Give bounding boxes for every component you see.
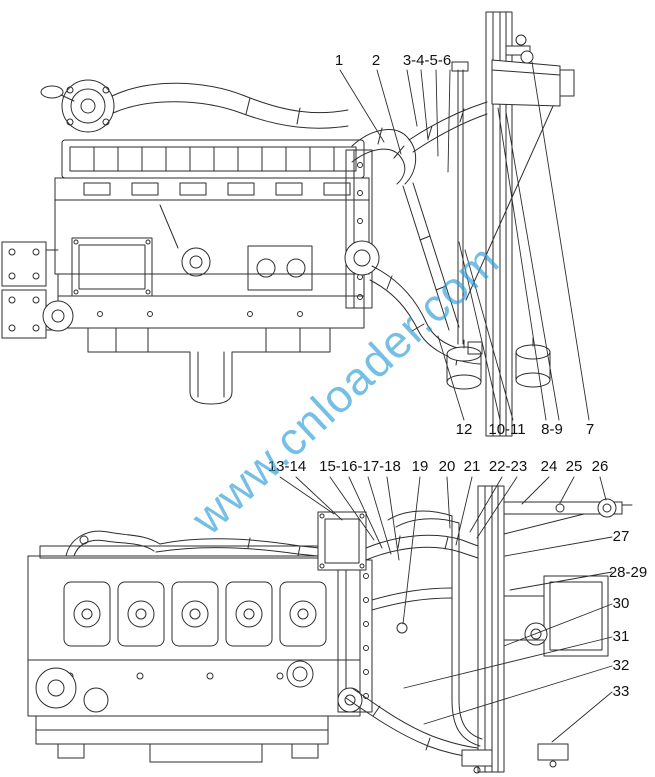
bottom-engine-view bbox=[27, 511, 373, 763]
callout-25: 25 bbox=[566, 458, 583, 475]
callout-7: 7 bbox=[586, 421, 594, 438]
overflow-tank bbox=[543, 575, 609, 657]
starter-motor-icon bbox=[337, 687, 363, 713]
fuel-filter-icon bbox=[181, 247, 211, 277]
callout-31: 31 bbox=[613, 628, 630, 645]
top-cooling-hoses bbox=[344, 101, 488, 366]
callout-13-14: 13-14 bbox=[268, 458, 306, 475]
mount-bracket bbox=[1, 241, 47, 287]
mount-bracket bbox=[1, 289, 47, 339]
callout-32: 32 bbox=[613, 657, 630, 674]
bottom-cooling-hoses bbox=[345, 510, 483, 759]
callout-28-29: 28-29 bbox=[609, 564, 647, 581]
callout-20: 20 bbox=[439, 458, 456, 475]
callout-22-23: 22-23 bbox=[489, 458, 527, 475]
reservoir-tank bbox=[491, 59, 561, 107]
turbocharger-icon bbox=[61, 79, 115, 133]
top-leader-lines bbox=[339, 61, 590, 421]
bottom-leader-lines bbox=[279, 476, 613, 743]
callout-2: 2 bbox=[372, 52, 380, 69]
callout-8-9: 8-9 bbox=[541, 421, 563, 438]
top-engine-view bbox=[1, 79, 373, 405]
bottom-radiator bbox=[461, 485, 633, 774]
injection-pump bbox=[247, 245, 313, 291]
callout-24: 24 bbox=[541, 458, 558, 475]
callout-21: 21 bbox=[464, 458, 481, 475]
component-box bbox=[317, 511, 367, 571]
top-radiator bbox=[446, 11, 575, 437]
water-pump-icon bbox=[344, 240, 380, 276]
callout-33: 33 bbox=[613, 683, 630, 700]
callout-27: 27 bbox=[613, 528, 630, 545]
callout-30: 30 bbox=[613, 595, 630, 612]
radiator-cap-icon bbox=[515, 34, 527, 46]
callout-3-4-5-6: 3-4-5-6 bbox=[403, 52, 451, 69]
callout-15-16-17-18: 15-16-17-18 bbox=[319, 458, 401, 475]
callout-26: 26 bbox=[592, 458, 609, 475]
callout-1: 1 bbox=[335, 52, 343, 69]
callout-12: 12 bbox=[456, 421, 473, 438]
callout-19: 19 bbox=[412, 458, 429, 475]
callout-labels: 1 2 3-4-5-6 12 10-11 8-9 7 13-14 15-16-1… bbox=[268, 52, 647, 700]
ecu-box bbox=[71, 237, 153, 297]
callout-10-11: 10-11 bbox=[488, 421, 525, 438]
